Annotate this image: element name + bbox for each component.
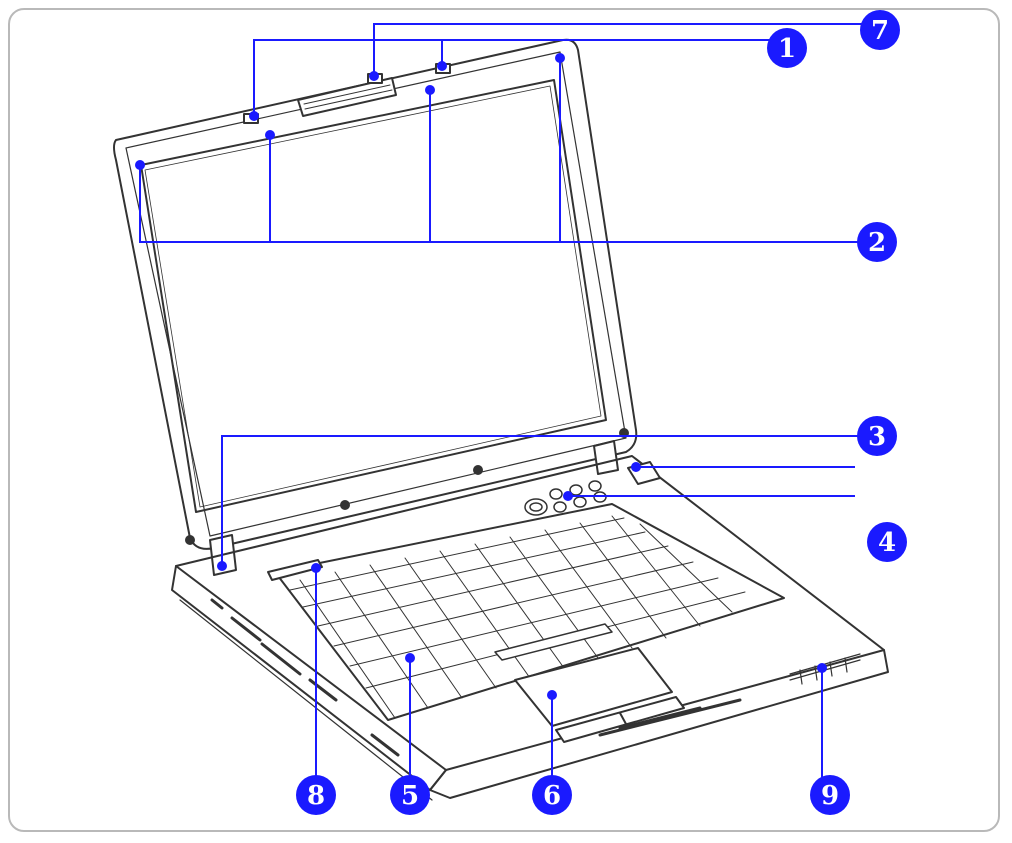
right-hinge — [593, 440, 619, 475]
webcam-stripes — [303, 84, 393, 110]
leader-3 — [221, 435, 875, 566]
figure-frame — [8, 8, 1000, 832]
callout-label-6: 6 — [543, 781, 561, 811]
callout-leaders — [139, 23, 880, 785]
screen-inner — [144, 85, 602, 508]
base-bottom-edge — [179, 599, 433, 801]
callout-badge-4: 4 — [867, 522, 907, 562]
leader-2 — [139, 58, 875, 243]
screen-panel — [140, 79, 607, 513]
callout-label-3: 3 — [868, 422, 886, 452]
keyboard-keys — [289, 515, 746, 719]
callout-badge-9: 9 — [810, 775, 850, 815]
bezel-dot-1 — [340, 500, 350, 510]
callout-label-1: 1 — [778, 34, 796, 64]
laptop-drawing — [113, 38, 889, 801]
front-ports — [598, 698, 742, 737]
lid-inner-edge — [125, 51, 627, 537]
status-indicator-strip — [267, 559, 323, 581]
callout-label-8: 8 — [307, 781, 325, 811]
left-ports — [210, 598, 400, 757]
leader-markers — [135, 53, 827, 700]
base-front — [429, 649, 889, 799]
bezel-dot-2 — [473, 465, 483, 475]
callout-badge-6: 6 — [532, 775, 572, 815]
callout-label-9: 9 — [821, 781, 839, 811]
callout-badge-5: 5 — [390, 775, 430, 815]
lid-outline — [113, 38, 638, 550]
callout-badge-3: 3 — [857, 416, 897, 456]
callout-label-2: 2 — [868, 228, 886, 258]
touchpad-buttons — [555, 696, 685, 743]
webcam-housing — [297, 77, 397, 117]
callout-badge-2: 2 — [857, 222, 897, 262]
quick-launch-buttons — [524, 480, 607, 516]
touchpad — [514, 647, 673, 727]
callout-badge-8: 8 — [296, 775, 336, 815]
leader-7 — [373, 23, 880, 76]
callout-badge-1: 1 — [767, 28, 807, 68]
callout-label-4: 4 — [878, 528, 896, 558]
keyboard-area — [274, 503, 785, 721]
callout-label-7: 7 — [871, 16, 889, 46]
leader-4 — [568, 466, 855, 497]
bezel-dot-3 — [185, 535, 195, 545]
callout-label-5: 5 — [401, 781, 419, 811]
callout-badge-7: 7 — [860, 10, 900, 50]
